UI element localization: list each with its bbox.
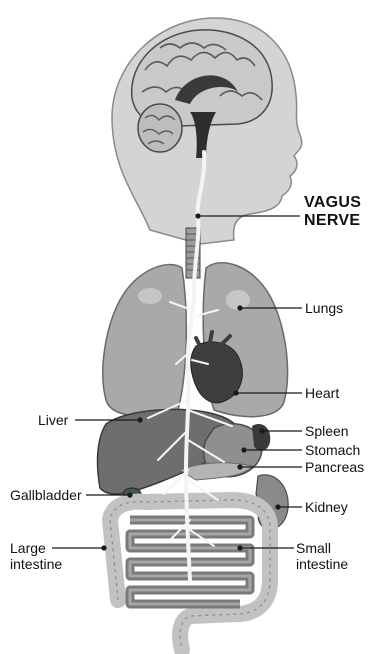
label-liver: Liver [38,412,68,428]
label-vagus-nerve: VAGUS NERVE [304,194,361,230]
label-vagus-line1: VAGUS [304,194,361,212]
label-pancreas: Pancreas [305,459,364,475]
label-kidney: Kidney [305,499,348,515]
label-lungs: Lungs [305,300,343,316]
label-large-intestine: Large intestine [10,540,62,572]
left-lung [103,265,187,416]
label-large-intestine-line2: intestine [10,556,62,572]
label-stomach: Stomach [305,442,360,458]
label-large-intestine-line1: Large [10,540,62,556]
label-spleen: Spleen [305,423,349,439]
lung-highlight-left [138,288,162,304]
label-small-intestine: Small intestine [296,540,348,572]
label-gallbladder: Gallbladder [10,487,82,503]
label-small-intestine-line1: Small [296,540,348,556]
cerebellum [138,104,182,152]
label-small-intestine-line2: intestine [296,556,348,572]
spleen [252,424,270,451]
label-vagus-line2: NERVE [304,212,361,230]
label-heart: Heart [305,385,339,401]
